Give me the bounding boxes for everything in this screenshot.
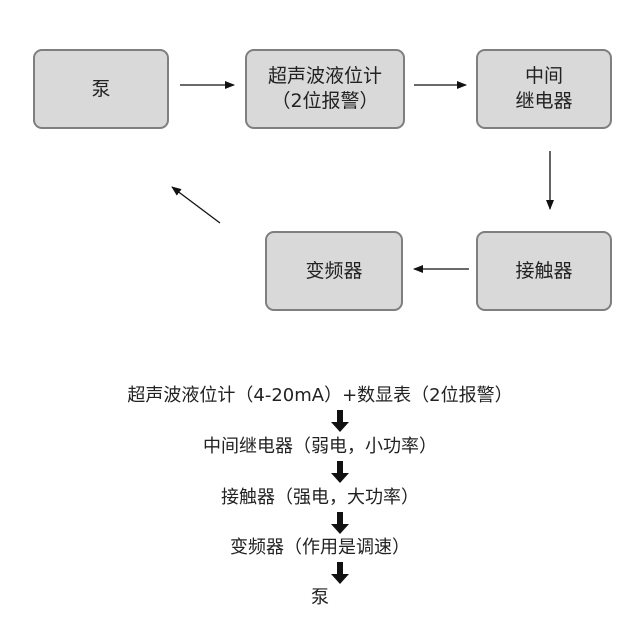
arrow-inverter-to-pump: [171, 186, 221, 224]
box-intermediate-relay-label: 中间 继电器: [515, 65, 573, 112]
down-arrow-icon: [331, 461, 349, 483]
flow-step-contactor: 接触器（强电，大功率）: [221, 487, 419, 508]
down-arrow-icon: [331, 512, 349, 534]
box-inverter-label: 变频器: [305, 259, 363, 282]
flow-step-relay: 中间继电器（弱电，小功率）: [203, 436, 437, 457]
box-contactor-label: 接触器: [515, 259, 573, 282]
box-inverter: 变频器: [265, 231, 403, 311]
box-ultrasonic-level-meter-label: 超声波液位计 （2位报警）: [267, 65, 382, 112]
box-ultrasonic-level-meter: 超声波液位计 （2位报警）: [245, 49, 405, 129]
flow-step-pump: 泵: [311, 587, 329, 608]
box-pump: 泵: [33, 49, 169, 129]
box-pump-label: 泵: [91, 77, 111, 100]
flow-step-level-meter: 超声波液位计（4-20mA）+数显表（2位报警）: [127, 385, 513, 406]
box-intermediate-relay: 中间 继电器: [476, 49, 612, 129]
box-contactor: 接触器: [476, 231, 612, 311]
down-arrow-icon: [331, 410, 349, 432]
flow-step-inverter: 变频器（作用是调速）: [230, 537, 410, 558]
down-arrow-icon: [331, 562, 349, 584]
